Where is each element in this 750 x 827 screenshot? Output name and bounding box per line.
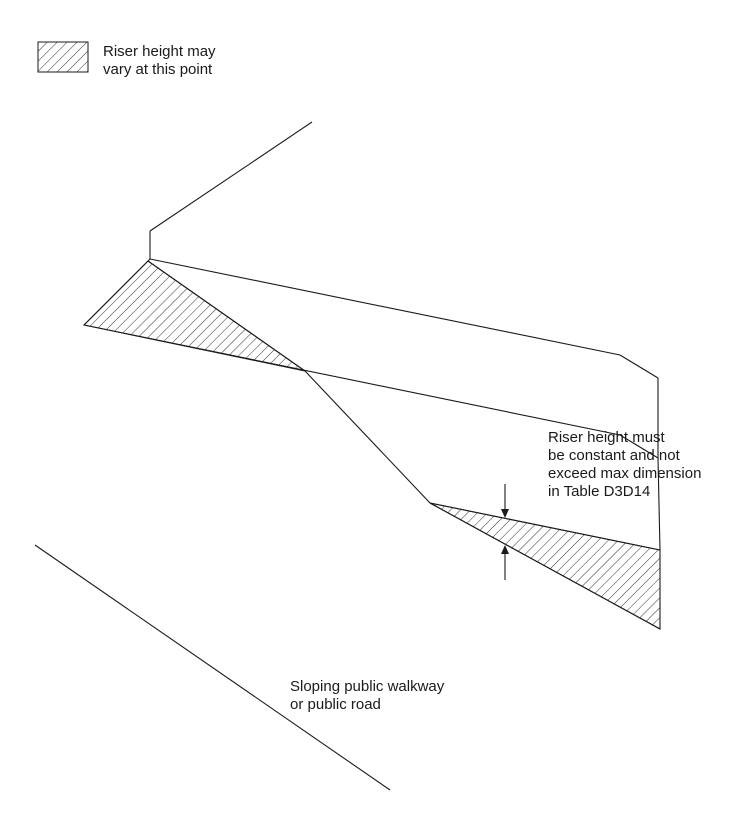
landing-right-cut-line [619, 354, 659, 379]
tread2-right-edge-line [657, 457, 661, 551]
dimension-arrow-up-icon [501, 545, 509, 554]
annotation-riser-constant-line-3: exceed max dimension [548, 465, 701, 482]
annotation-riser-constant-line-4: in Table D3D14 [548, 483, 650, 500]
annotation-walkway-line-2: or public road [290, 696, 381, 713]
dimension-arrow-down-icon [501, 509, 509, 518]
annotation-walkway-line-1: Sloping public walkway [290, 678, 445, 695]
legend-hatch-swatch [37, 41, 89, 73]
landing-nosing-line [149, 258, 621, 356]
annotation-riser-constant-line-2: be constant and not [548, 447, 681, 464]
annotation-riser-constant-line-1: Riser height must [548, 429, 666, 446]
legend-label-line-2: vary at this point [103, 61, 213, 78]
walkway-intersection-tread2-line [304, 370, 431, 504]
riser1-varying-hatch-region [82, 260, 306, 372]
riser2-varying-hatch-region [429, 502, 661, 630]
walkway-ground-line [34, 544, 391, 791]
legend-label-line-1: Riser height may [103, 43, 216, 60]
landing-side-edge-line [149, 121, 313, 232]
